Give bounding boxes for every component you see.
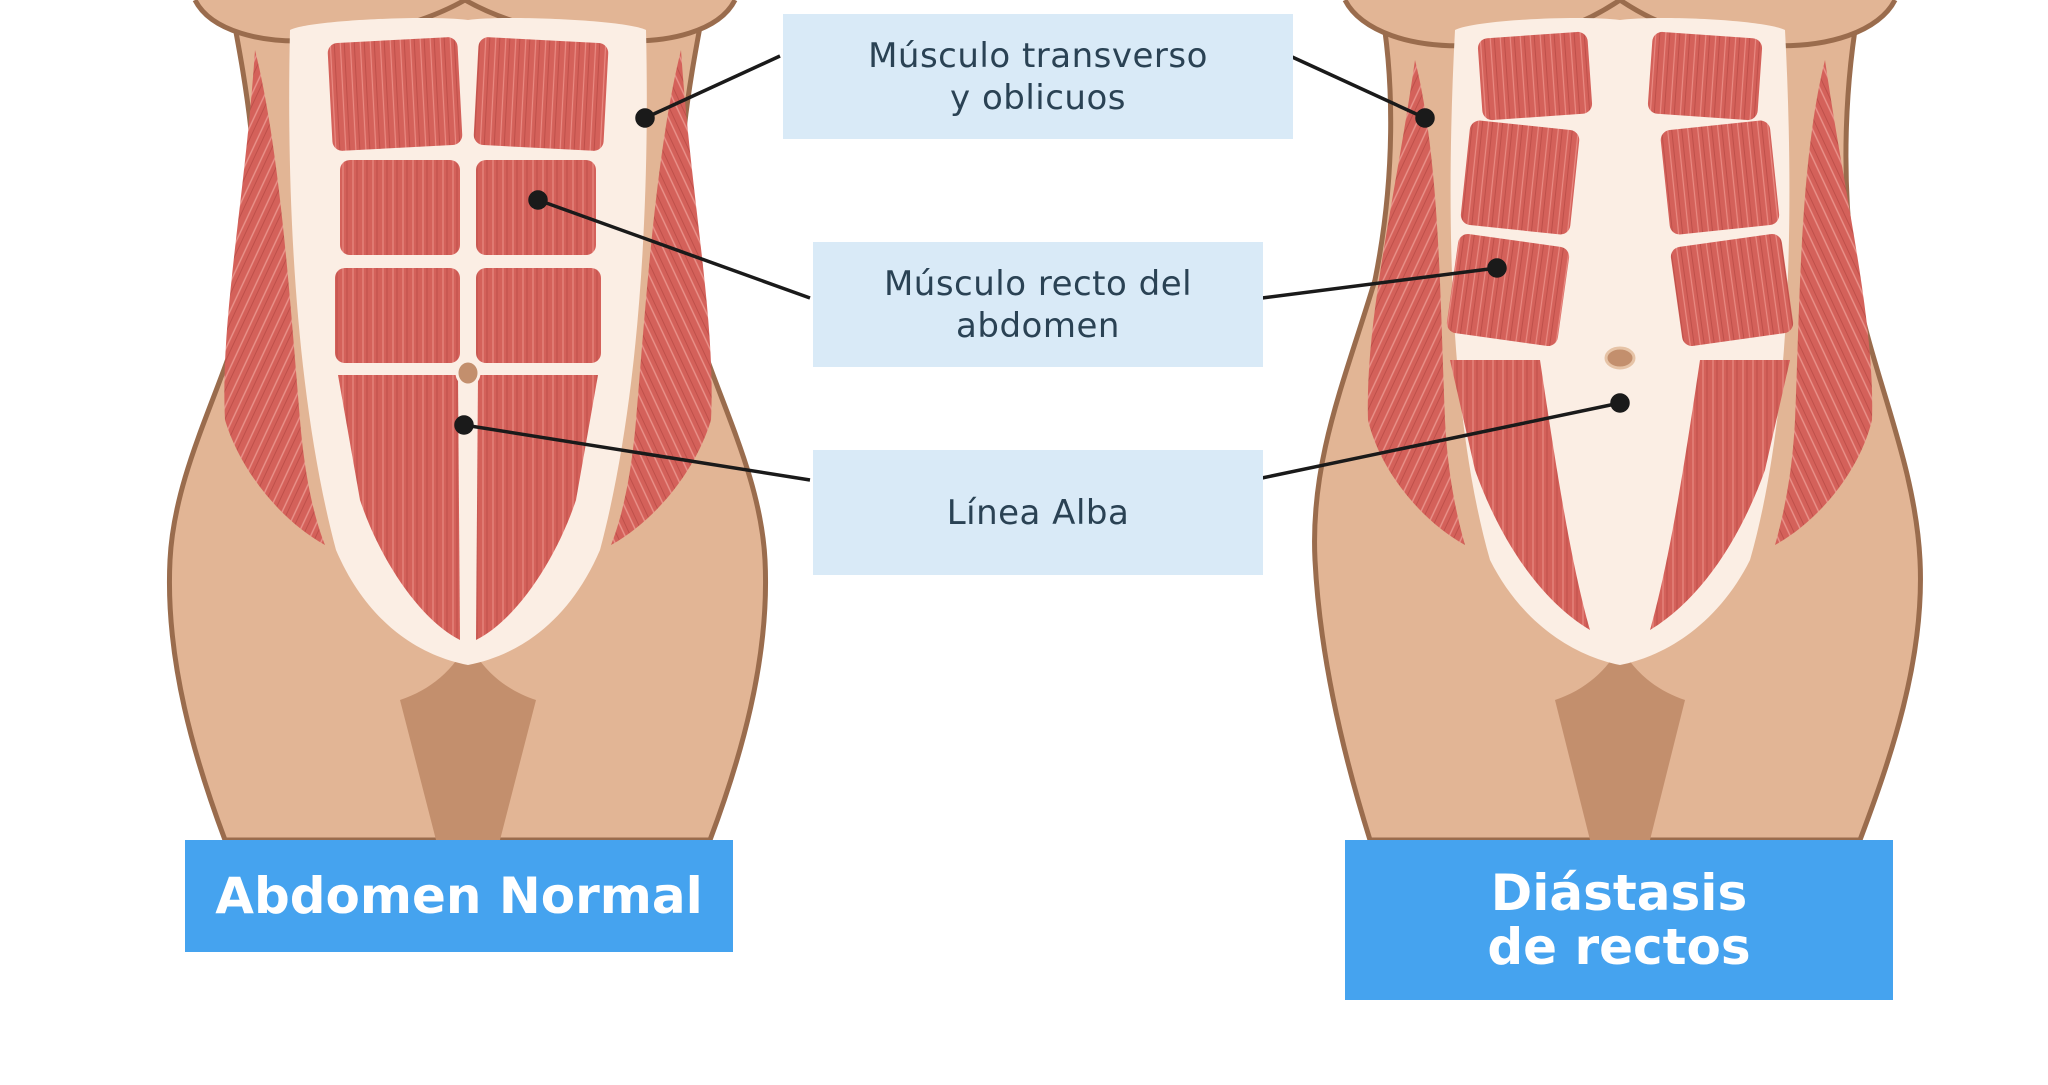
label-rectus-abdominis: Músculo recto del abdomen [813,242,1263,367]
label-linea-alba: Línea Alba [813,450,1263,575]
oblique-muscle-right [611,50,712,545]
rectus-segment [340,160,460,255]
leader-line-alba-diastasis [1261,401,1621,480]
label-transverse-text: Músculo transverso y oblicuos [868,35,1208,118]
leader-dot [1415,108,1435,128]
rectus-segment [1670,233,1794,347]
rectus-segment [1647,31,1763,121]
rectus-segment [1450,360,1590,630]
rectus-segment [473,37,609,151]
leader-dot [528,190,548,210]
caption-diastasis-text: Diástasis de rectos [1487,864,1751,976]
rectus-segment [476,268,601,363]
rectus-segment [1477,31,1593,121]
leader-dot [1610,393,1630,413]
torso-normal-crotch [400,640,536,840]
leader-line-transverse-diastasis [1289,54,1426,120]
rectus-segment [327,37,463,151]
label-transverse-obliques: Músculo transverso y oblicuos [783,14,1293,139]
rectus-segment [338,375,460,640]
leader-dot [454,415,474,435]
rectus-segment [335,268,460,363]
leader-line-alba-normal [463,423,811,482]
navel-diastasis [1604,346,1636,370]
caption-diastasis: Diástasis de rectos [1345,840,1893,1000]
label-alba-text: Línea Alba [946,492,1130,533]
oblique-muscle-left [224,50,325,545]
rectus-segment [1650,360,1790,630]
torso-diastasis [1312,0,1923,843]
rectus-segment [1446,233,1570,347]
label-rectus-text: Músculo recto del abdomen [883,263,1193,346]
leader-line-rectus-diastasis [1261,266,1498,300]
caption-normal-text: Abdomen Normal [215,867,703,925]
torso-diastasis-crotch [1555,645,1685,840]
oblique-muscle-left [1367,60,1465,545]
navel-normal [455,359,481,387]
rectus-segment [1660,120,1780,235]
leader-dot [635,108,655,128]
leader-dot [1487,258,1507,278]
rectus-segment [1460,120,1580,235]
oblique-muscle-right [1775,60,1873,545]
caption-normal: Abdomen Normal [185,840,733,952]
leader-lines [454,54,1630,482]
leader-line-transverse-normal [644,54,781,120]
leader-line-rectus-normal [537,198,811,300]
